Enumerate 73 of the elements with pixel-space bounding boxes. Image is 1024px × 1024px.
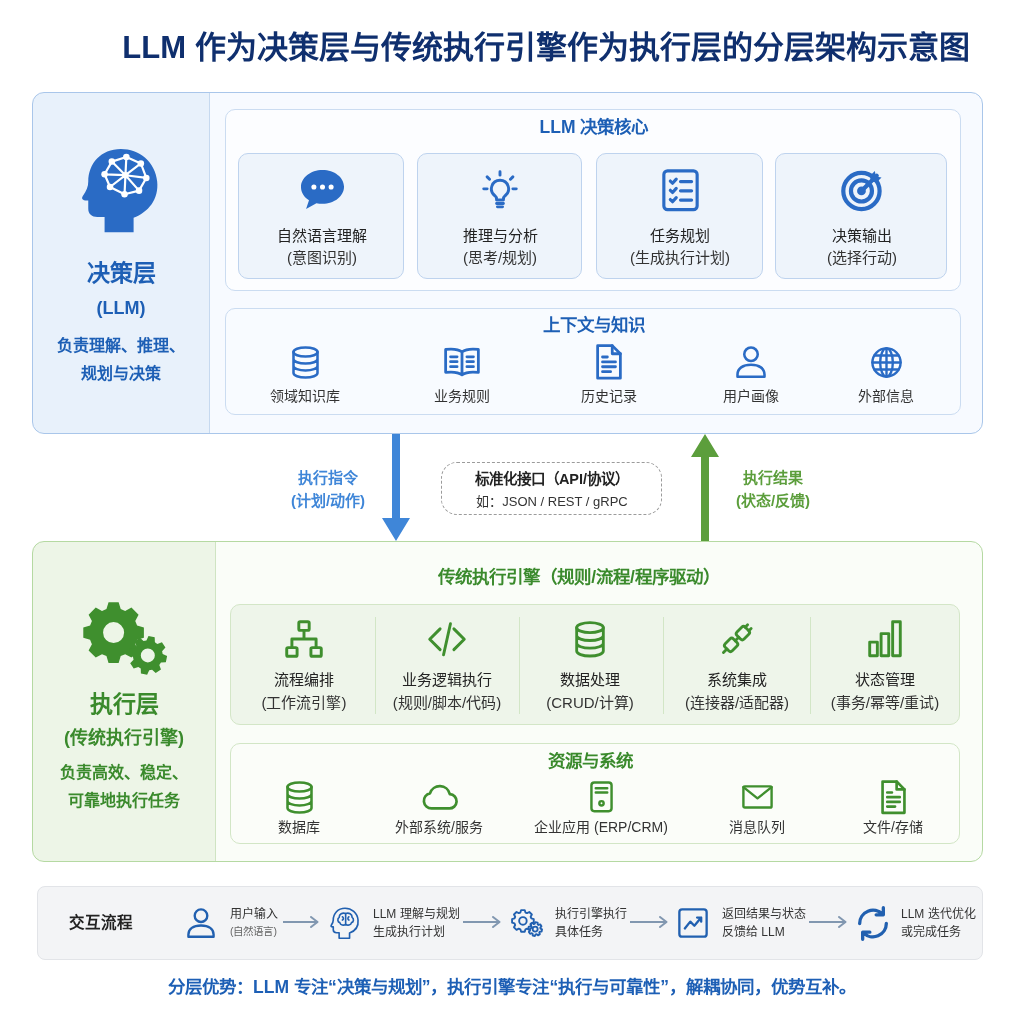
module-panel — [230, 604, 960, 725]
card-subtitle: (意图识别) — [287, 248, 357, 268]
arrow — [808, 916, 847, 928]
step-label: 用户输入 — [230, 906, 278, 922]
card-title: 推理与分析 — [462, 226, 538, 246]
step-label: 执行引擎执行 — [555, 906, 627, 922]
cell-subtitle: (CRUD/计算) — [546, 693, 634, 713]
edge-label: 执行结果 (状态/反馈) — [734, 468, 812, 511]
cell-title: 状态管理 — [855, 670, 915, 690]
edge-label: 执行指令 (计划/动作) — [289, 468, 367, 511]
flow-title: 交互流程 — [69, 913, 133, 933]
layer-title: 执行层 — [89, 689, 159, 719]
step-label: 具体任务 — [555, 924, 603, 940]
step-label: 返回结果与状态 — [722, 906, 806, 922]
section-title: LLM 决策核心 — [539, 117, 649, 139]
step-label: 反馈给 LLM — [722, 924, 785, 940]
feature-card — [596, 153, 763, 279]
arrow — [382, 434, 410, 541]
arrow — [691, 434, 719, 541]
section-title: 资源与系统 — [547, 751, 633, 773]
cell-title: 业务逻辑执行 — [402, 670, 492, 690]
layer-subtitle: (传统执行引擎) — [64, 726, 184, 750]
step-label: LLM 理解与规划 — [373, 906, 460, 922]
item-label: 企业应用 (ERP/CRM) — [534, 819, 668, 837]
layer-subtitle: (LLM) — [96, 296, 146, 320]
layer-panel — [32, 92, 983, 434]
section-title: 上下文与知识 — [543, 315, 645, 337]
layer-description: 负责高效、稳定、可靠地执行任务 — [59, 762, 189, 811]
item-label: 领域知识库 — [270, 388, 340, 406]
arrow — [629, 916, 668, 928]
interface-example: 如：JSON / REST / gRPC — [476, 493, 628, 511]
arrow — [462, 916, 501, 928]
flow-panel — [37, 886, 983, 960]
cell-title: 系统集成 — [707, 670, 767, 690]
card-title: 决策输出 — [832, 226, 892, 246]
diagram-title: LLM 作为决策层与传统执行引擎作为执行层的分层架构示意图 — [122, 28, 970, 67]
item-label: 消息队列 — [729, 819, 785, 837]
cell-subtitle: (工作流引擎) — [261, 693, 347, 713]
item-label: 外部信息 — [858, 388, 914, 406]
section-title: 传统执行引擎（规则/流程/程序驱动） — [438, 567, 720, 589]
interface-title: 标准化接口（API/协议） — [474, 469, 630, 489]
item-label: 业务规则 — [434, 388, 490, 406]
feature-card — [238, 153, 404, 279]
card-subtitle: (思考/规划) — [462, 248, 538, 268]
item-label: 外部系统/服务 — [395, 819, 483, 837]
step-label: (自然语言) — [230, 925, 277, 939]
cell-subtitle: (事务/幂等/重试) — [830, 693, 940, 713]
item-label: 历史记录 — [581, 388, 637, 406]
cell-title: 流程编排 — [274, 670, 334, 690]
layer-title: 决策层 — [86, 258, 156, 288]
card-subtitle: (生成执行计划) — [630, 248, 730, 268]
card-title: 自然语言理解 — [277, 226, 367, 246]
arrow — [282, 916, 319, 928]
section-panel — [225, 308, 961, 415]
item-label: 用户画像 — [723, 388, 779, 406]
step-label: 或完成任务 — [901, 924, 961, 940]
card-title: 任务规划 — [650, 226, 710, 246]
item-label: 文件/存储 — [863, 819, 923, 837]
cell-title: 数据处理 — [560, 670, 620, 690]
cell-subtitle: (连接器/适配器) — [684, 693, 790, 713]
feature-card — [417, 153, 582, 279]
layer-panel — [32, 541, 983, 862]
section-panel — [230, 743, 960, 844]
feature-card — [775, 153, 947, 279]
step-label: 生成执行计划 — [373, 924, 445, 940]
caption: 分层优势：LLM 专注“决策与规划”，执行引擎专注“执行与可靠性”，解耦协同，优势互补。 — [168, 977, 856, 999]
section-panel — [225, 109, 961, 291]
interface-box — [441, 462, 662, 515]
item-label: 数据库 — [278, 819, 320, 837]
step-label: LLM 迭代优化 — [901, 906, 976, 922]
cell-subtitle: (规则/脚本/代码) — [392, 693, 502, 713]
card-subtitle: (选择行动) — [827, 248, 897, 268]
layer-description: 负责理解、推理、规划与决策 — [56, 335, 186, 384]
